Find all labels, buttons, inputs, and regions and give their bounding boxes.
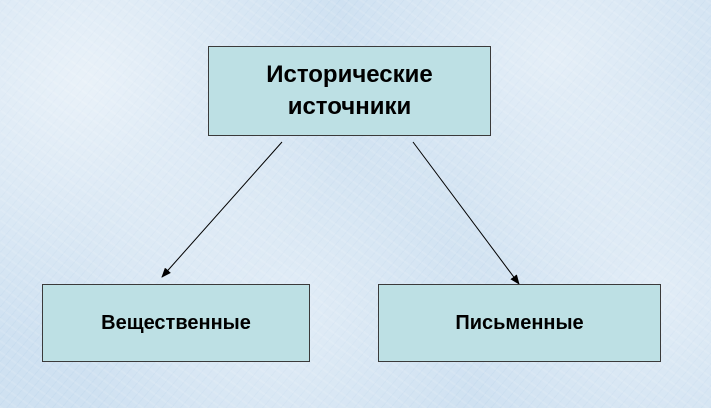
root-node-historical-sources: Исторические источники [208, 46, 491, 136]
child-node-material: Вещественные [42, 284, 310, 362]
root-node-label: Исторические источники [266, 61, 433, 120]
child-node-written: Письменные [378, 284, 661, 362]
child-node-written-label: Письменные [455, 311, 584, 334]
arrow-to-written [412, 141, 520, 285]
arrow-to-material [161, 141, 283, 278]
child-node-material-label: Вещественные [101, 311, 251, 334]
